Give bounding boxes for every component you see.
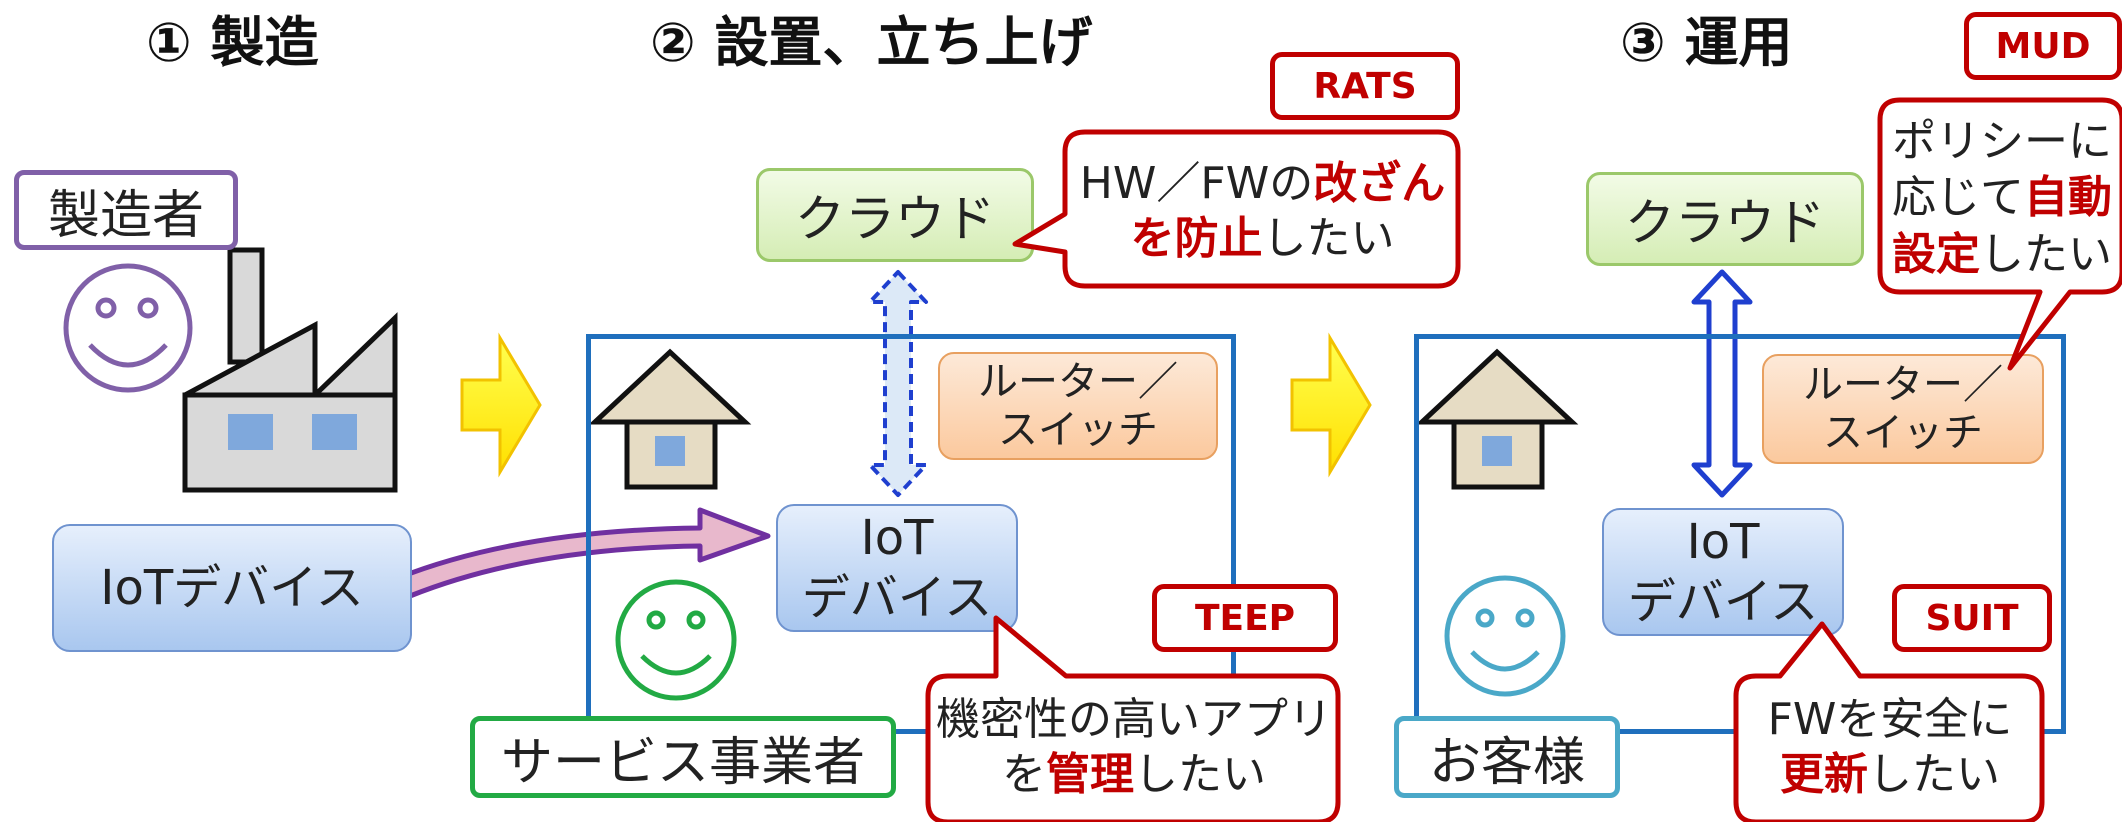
rats-callout-line2: を防止したい <box>1075 211 1450 266</box>
rats-callout-bubble <box>1012 129 1461 289</box>
tag-teep: TEEP <box>1152 584 1338 652</box>
iot-device-line1: IoT <box>860 510 934 566</box>
double-arrow-icon <box>1691 269 1753 498</box>
teep-text-c: したい <box>1134 749 1266 800</box>
stage-arrow-icon <box>460 332 542 478</box>
factory-icon <box>182 247 398 493</box>
rats-text-d: したい <box>1262 213 1395 264</box>
mud-callout-line3: 設定したい <box>1884 227 2120 283</box>
stage-title-install: ② 設置、立ち上げ <box>650 11 1093 74</box>
router-switch-install: ルーター／ スイッチ <box>938 352 1218 460</box>
tag-rats: RATS <box>1270 52 1460 120</box>
suit-callout-line1: FWを安全に <box>1767 694 2013 745</box>
role-manufacturer: 製造者 <box>14 170 238 250</box>
mud-text-c: 設定 <box>1892 228 1980 280</box>
role-service-provider: サービス事業者 <box>470 716 896 798</box>
house-icon <box>1415 348 1579 490</box>
router-line1: ルーター／ <box>1803 362 2003 408</box>
teep-callout-line2: を管理したい <box>932 747 1336 802</box>
teep-callout-text: 機密性の高いアプリ を管理したい <box>932 692 1336 802</box>
cloud-operation: クラウド <box>1586 172 1864 266</box>
tag-suit: SUIT <box>1892 584 2052 652</box>
suit-callout-line2: 更新したい <box>1740 747 2040 802</box>
smiley-icon <box>615 579 737 701</box>
mud-text-b: 自動 <box>2024 172 2112 224</box>
factory-iot-device: IoTデバイス <box>52 524 412 652</box>
suit-text-b: したい <box>1868 749 2000 800</box>
router-switch-operation: ルーター／ スイッチ <box>1762 354 2044 464</box>
iot-device-operation: IoT デバイス <box>1602 508 1844 636</box>
rats-text-c: を防止 <box>1130 213 1263 264</box>
stage-arrow-icon <box>1290 332 1372 478</box>
router-line2: スイッチ <box>1823 410 1983 456</box>
iot-device-line2: デバイス <box>801 570 993 626</box>
smiley-icon <box>63 263 193 393</box>
teep-callout-line1: 機密性の高いアプリ <box>936 694 1332 745</box>
stage-title-operation: ③ 運用 <box>1620 11 1793 74</box>
rats-callout-text: HW／FWの改ざん を防止したい <box>1075 156 1450 266</box>
smiley-icon <box>1444 575 1566 697</box>
cloud-install: クラウド <box>756 168 1034 262</box>
rats-text-a: HW／FWの <box>1079 158 1314 209</box>
rats-callout-line1: HW／FWの改ざん <box>1075 156 1450 211</box>
mud-callout-bubble <box>1877 97 2122 371</box>
iot-device-install: IoT デバイス <box>776 504 1018 632</box>
iot-device-line1: IoT <box>1686 514 1760 570</box>
mud-text-d: したい <box>1980 228 2112 280</box>
suit-text-a: 更新 <box>1780 749 1868 800</box>
stage-title-manufacturing: ① 製造 <box>146 11 319 74</box>
rats-text-b: 改ざん <box>1313 158 1446 209</box>
mud-callout-line2: 応じて自動 <box>1884 170 2120 226</box>
suit-callout-text: FWを安全に 更新したい <box>1740 692 2040 802</box>
service-provider-frame <box>586 334 1236 734</box>
tag-mud: MUD <box>1964 12 2122 80</box>
router-line2: スイッチ <box>998 407 1158 453</box>
router-line1: ルーター／ <box>978 359 1178 405</box>
role-customer: お客様 <box>1394 716 1620 798</box>
teep-text-a: を <box>1002 749 1046 800</box>
dashed-double-arrow-icon <box>868 270 928 497</box>
mud-text-a: 応じて <box>1892 172 2024 224</box>
teep-text-b: 管理 <box>1046 749 1134 800</box>
install-arrow-icon <box>395 507 771 599</box>
iot-device-line2: デバイス <box>1627 574 1819 630</box>
mud-callout-line1: ポリシーに <box>1892 116 2112 167</box>
mud-callout-text: ポリシーに 応じて自動 設定したい <box>1884 114 2120 283</box>
house-icon <box>588 348 752 490</box>
